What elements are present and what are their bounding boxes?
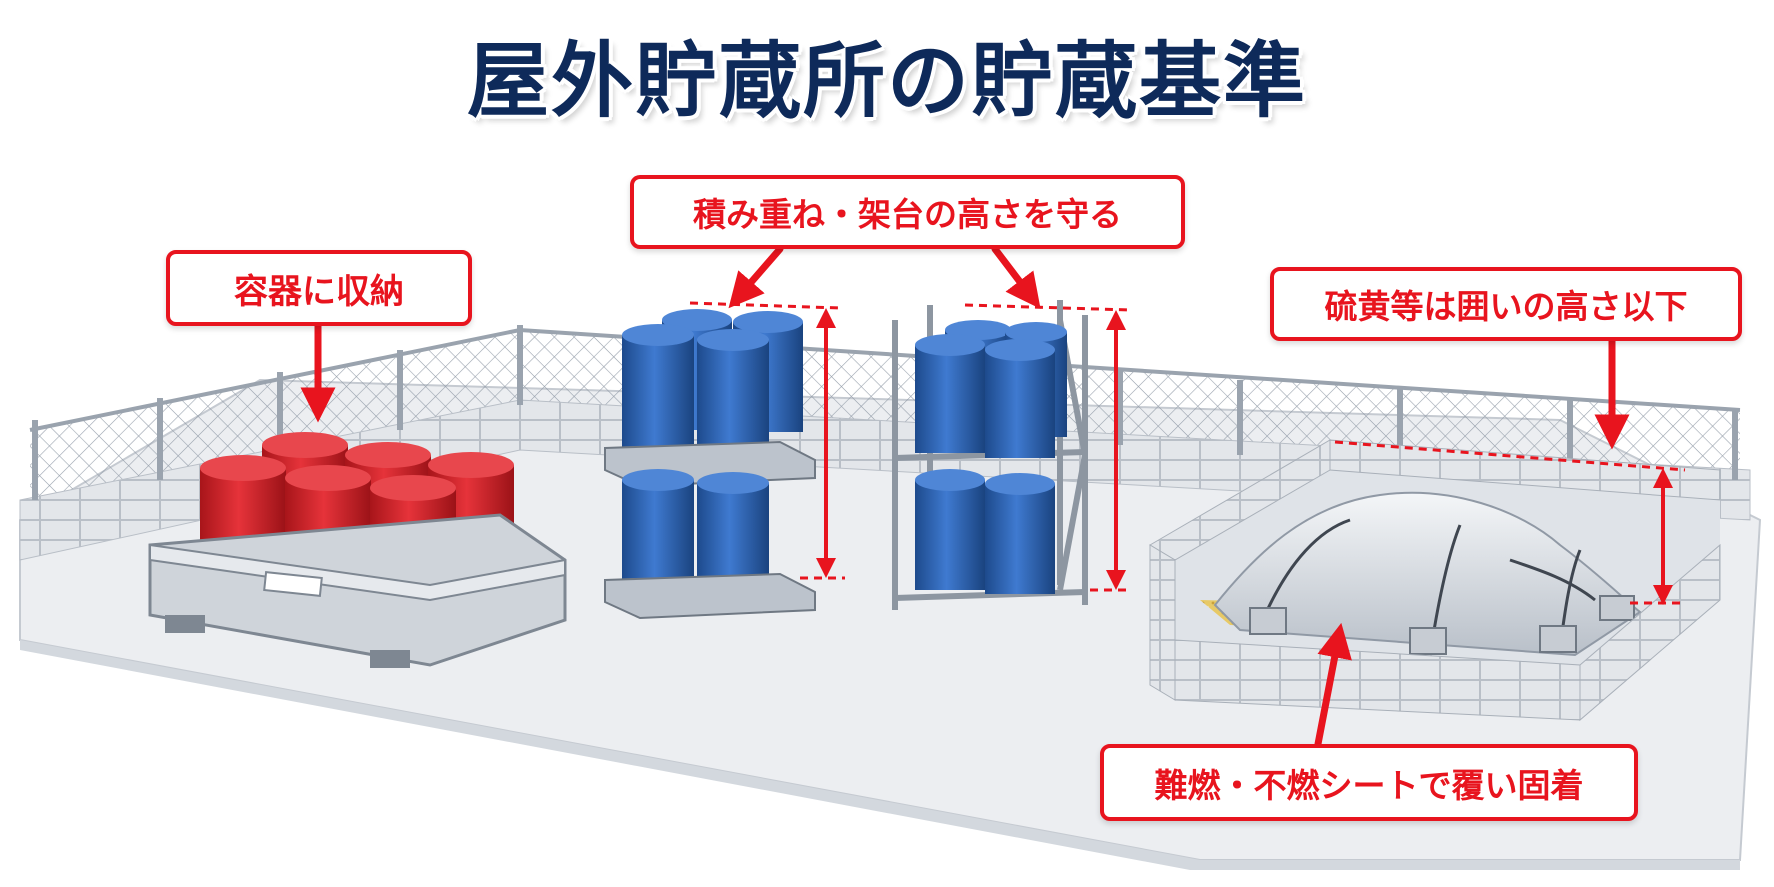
pointer-arrow <box>728 245 784 309</box>
pallet <box>604 572 816 620</box>
label-container-storage: 容器に収納 <box>166 250 472 326</box>
blue-drum <box>697 329 769 455</box>
blue-drum <box>915 334 985 453</box>
pointer-arrow <box>991 245 1041 309</box>
red-drums-in-spill-pan <box>148 432 567 668</box>
blue-drum <box>622 324 694 450</box>
blue-drum <box>985 339 1055 458</box>
label-stack-height: 積み重ね・架台の高さを守る <box>630 175 1185 249</box>
page-title: 屋外貯蔵所の貯蔵基準 <box>466 34 1307 129</box>
blue-drum <box>985 473 1055 594</box>
blue-drums-in-rack <box>892 300 1131 610</box>
sulfur-enclosure <box>1149 439 1721 722</box>
blue-drums-stacked-on-pallets <box>604 301 845 620</box>
blue-drum <box>622 469 694 580</box>
pointer-arrow <box>1314 622 1352 748</box>
blue-drum <box>915 469 985 590</box>
label-fire-resistant-sheet: 難燃・不燃シートで覆い固着 <box>1100 744 1638 821</box>
label-pointers <box>300 245 1630 748</box>
label-sulfur-enclosure: 硫黄等は囲いの高さ以下 <box>1270 267 1742 341</box>
blue-drum <box>697 472 769 583</box>
fire-resistant-sheet <box>1213 491 1642 657</box>
